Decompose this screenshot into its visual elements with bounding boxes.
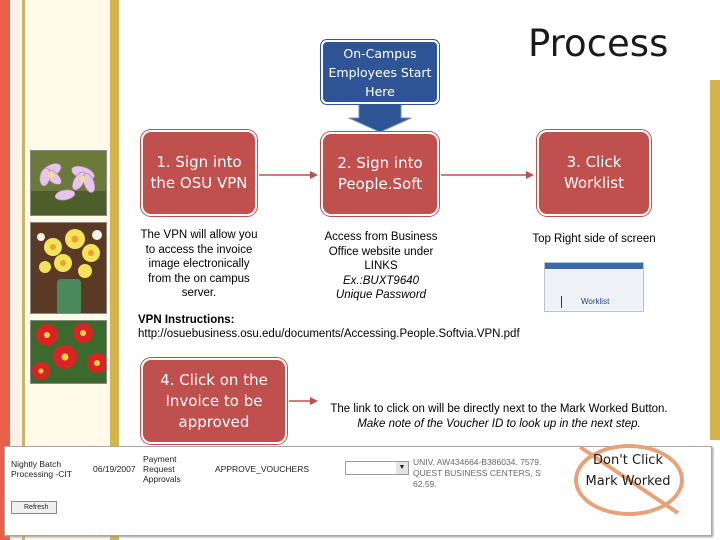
page-title: Process [528, 22, 669, 65]
step-4-note: The link to click on will be directly ne… [316, 402, 682, 432]
left-gap-stripe [10, 0, 22, 540]
ps-source-line2: Processing -CIT [11, 469, 72, 479]
ps-type-line3: Approvals [143, 474, 181, 484]
step-4-note-line1: The link to click on will be directly ne… [330, 403, 668, 415]
ps-refresh-label: Refresh [24, 504, 49, 511]
worklist-link[interactable]: Worklist [581, 297, 610, 306]
step-4-box: 4. Click on the Invoice to be approved [141, 358, 287, 444]
ps-cell-type: Payment Request Approvals [143, 454, 181, 484]
step-1-box: 1. Sign into the OSU VPN [141, 130, 257, 216]
arrowhead-1-2 [310, 171, 318, 179]
ps-source-line1: Nightly Batch [11, 459, 62, 469]
vpn-instructions: VPN Instructions: http://osuebusiness.os… [138, 313, 698, 341]
step-2-desc-line1: Access from Business Office website unde… [324, 231, 438, 272]
ps-voucher-line1: UNIV. AW434664-B386034. 7579. [413, 457, 542, 467]
worklist-screenshot-bar [545, 263, 643, 269]
step-3-box: 3. Click Worklist [537, 130, 651, 216]
arrowhead-2-3 [526, 171, 534, 179]
ps-cell-source: Nightly Batch Processing -CIT [11, 459, 72, 479]
ps-refresh-button[interactable]: Refresh [11, 501, 57, 514]
step-2-box: 2. Sign into People.Soft [321, 132, 439, 216]
left-gold-stripe [110, 0, 119, 540]
start-arrow-shape [348, 103, 412, 133]
ps-action-select[interactable]: ▼ [345, 461, 409, 475]
ps-cell-date: 06/19/2007 [93, 464, 136, 474]
vpn-instructions-heading: VPN Instructions: [138, 314, 235, 326]
ps-type-line1: Payment [143, 454, 177, 464]
photo-red-flowers [30, 320, 107, 384]
ps-type-line2: Request [143, 464, 175, 474]
ps-cell-activity: APPROVE_VOUCHERS [215, 464, 309, 474]
vpn-instructions-url[interactable]: http://osuebusiness.osu.edu/documents/Ac… [138, 328, 520, 340]
right-gold-stripe [710, 80, 720, 440]
left-red-stripe [0, 0, 10, 540]
left-olive-stripe [22, 0, 25, 540]
step-4-label: 4. Click on the Invoice to be approved [160, 370, 268, 431]
step-2-label: 2. Sign into People.Soft [337, 154, 423, 193]
step-2-desc-password: Unique Password [335, 289, 427, 301]
worklist-screenshot-separator [561, 296, 562, 308]
worklist-screenshot: Worklist [544, 262, 644, 312]
chevron-down-icon: ▼ [396, 462, 408, 474]
no-symbol-icon [574, 444, 684, 516]
start-here-box: On-Campus Employees Start Here [321, 40, 439, 104]
step-3-description: Top Right side of screen [532, 233, 656, 245]
step-1-label: 1. Sign into the OSU VPN [150, 153, 248, 192]
step-2-description: Access from Business Office website unde… [312, 230, 450, 303]
step-1-description: The VPN will allow you to access the inv… [140, 229, 258, 299]
dont-click-mark-worked-warning: Don't Click Mark Worked [585, 453, 671, 489]
ps-voucher-line3: 62.59. [413, 479, 437, 489]
step-3-label: 3. Click Worklist [563, 153, 624, 192]
photo-daffodils [30, 222, 107, 314]
step-4-note-line2: Make note of the Voucher ID to look up i… [357, 418, 641, 430]
ps-voucher-line2: QUEST BUSINESS CENTERS, S [413, 468, 541, 478]
start-here-label: On-Campus Employees Start Here [328, 45, 432, 99]
ps-voucher-link[interactable]: UNIV. AW434664-B386034. 7579. QUEST BUSI… [413, 457, 553, 490]
photo-lilies [30, 150, 107, 216]
step-2-desc-example: Ex.:BUXT9640 [342, 274, 420, 287]
